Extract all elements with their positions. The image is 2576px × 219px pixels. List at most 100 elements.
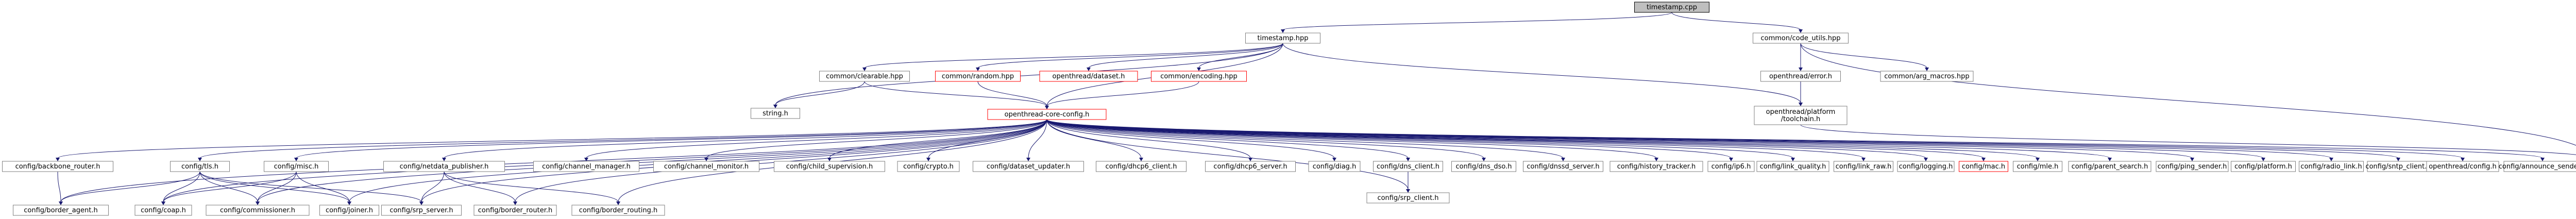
node-c_coap[interactable]: config/coap.h bbox=[134, 205, 192, 216]
node-enc_hpp[interactable]: common/encoding.hpp bbox=[1151, 71, 1247, 82]
node-c_diag[interactable]: config/diag.h bbox=[1308, 161, 1361, 172]
node-c_chmon[interactable]: config/channel_monitor.h bbox=[653, 161, 759, 172]
node-label-c_parent: config/parent_search.h bbox=[2072, 163, 2148, 171]
node-c_brouter[interactable]: config/border_router.h bbox=[473, 205, 557, 216]
arrowhead-core_cfg-to-c_bb bbox=[56, 158, 60, 161]
node-c_plat[interactable]: config/platform.h bbox=[2231, 161, 2296, 172]
arrowhead-core_cfg-to-c_chmon bbox=[704, 158, 708, 161]
edge-core_cfg-to-c_hist bbox=[1046, 119, 1657, 159]
edge-c_misc-to-c_coap bbox=[163, 171, 297, 203]
node-dataset_h[interactable]: openthread/dataset.h bbox=[1039, 71, 1138, 82]
node-c_ping[interactable]: config/ping_sender.h bbox=[2156, 161, 2229, 172]
node-label-c_diag: config/diag.h bbox=[1313, 163, 1357, 171]
node-rnd_hpp[interactable]: common/random.hpp bbox=[935, 71, 1021, 82]
edge-core_cfg-to-c_mle bbox=[1046, 119, 2038, 159]
arrowhead-c_misc-to-c_coap bbox=[161, 201, 165, 205]
node-box-c_srpc bbox=[1366, 192, 1450, 204]
node-c_dnsc[interactable]: config/dns_client.h bbox=[1373, 161, 1443, 172]
node-label-c_hist: config/history_tracker.h bbox=[1617, 163, 1696, 171]
arrowhead-c_misc-to-c_comm bbox=[256, 201, 260, 205]
node-label-c_coap: config/coap.h bbox=[141, 207, 186, 214]
edge-ts_hpp-to-dataset_h bbox=[1088, 43, 1283, 69]
node-c_child[interactable]: config/child_supervision.h bbox=[774, 161, 885, 172]
edge-core_cfg-to-c_dnssd bbox=[1046, 119, 1564, 159]
node-box-enc_hpp bbox=[1151, 71, 1247, 82]
node-ts_cpp[interactable]: timestamp.cpp bbox=[1634, 2, 1709, 13]
edge-core_cfg-to-c_ann bbox=[1046, 119, 2543, 159]
edge-core_cfg-to-c_mac bbox=[1046, 119, 1984, 159]
node-label-c_ann: config/announce_sender.h bbox=[2499, 163, 2576, 171]
edge-core_cfg-to-c_child bbox=[829, 119, 1047, 159]
node-box-c_chmgr bbox=[533, 161, 639, 172]
node-label-rnd_hpp: common/random.hpp bbox=[942, 73, 1014, 80]
edge-cu_hpp-to-argm_hpp bbox=[1800, 43, 1927, 69]
node-c_lraw[interactable]: config/link_raw.h bbox=[1834, 161, 1893, 172]
node-ot_cfg[interactable]: openthread/config.h bbox=[2426, 161, 2499, 172]
node-c_tls[interactable]: config/tls.h bbox=[170, 161, 230, 172]
node-box-c_dsupd bbox=[973, 161, 1084, 172]
node-c_dhcpc[interactable]: config/dhcp6_client.h bbox=[1096, 161, 1187, 172]
node-c_dhcps[interactable]: config/dhcp6_server.h bbox=[1205, 161, 1296, 172]
node-c_mle[interactable]: config/mle.h bbox=[2013, 161, 2062, 172]
node-c_hist[interactable]: config/history_tracker.h bbox=[1609, 161, 1703, 172]
node-c_brouting[interactable]: config/border_routing.h bbox=[571, 205, 665, 216]
node-c_dsupd[interactable]: config/dataset_updater.h bbox=[973, 161, 1084, 172]
node-cu_hpp[interactable]: common/code_utils.hpp bbox=[1753, 32, 1849, 44]
node-box-c_hist bbox=[1609, 161, 1703, 172]
node-c_srp[interactable]: config/srp_server.h bbox=[381, 205, 462, 216]
node-label-cu_hpp: common/code_utils.hpp bbox=[1760, 35, 1840, 42]
node-c_ip6[interactable]: config/ip6.h bbox=[1707, 161, 1755, 172]
node-c_comm[interactable]: config/commissioner.h bbox=[206, 205, 310, 216]
node-box-c_tls bbox=[170, 161, 230, 172]
node-c_dnsdso[interactable]: config/dns_dso.h bbox=[1451, 161, 1516, 172]
edge-core_cfg-to-c_ping bbox=[1046, 119, 2193, 159]
node-c_joiner[interactable]: config/joiner.h bbox=[319, 205, 379, 216]
node-c_mac[interactable]: config/mac.h bbox=[1959, 161, 2008, 172]
node-box-c_srp bbox=[381, 205, 462, 216]
node-c_sntp[interactable]: config/sntp_client.h bbox=[2365, 161, 2431, 172]
node-c_chmgr[interactable]: config/channel_manager.h bbox=[533, 161, 639, 172]
node-c_radio[interactable]: config/radio_link.h bbox=[2299, 161, 2364, 172]
node-label-c_sntp: config/sntp_client.h bbox=[2365, 163, 2431, 171]
node-box-c_comm bbox=[206, 205, 310, 216]
node-toolchain[interactable]: openthread/platform/toolchain.h bbox=[1754, 106, 1848, 125]
node-c_srpc[interactable]: config/srp_client.h bbox=[1366, 192, 1450, 204]
edge-core_cfg-to-c_log bbox=[1046, 119, 1926, 159]
node-core_cfg[interactable]: openthread-core-config.h bbox=[987, 109, 1107, 120]
edge-core_cfg-to-c_brouting bbox=[618, 119, 1047, 203]
node-c_bagent[interactable]: config/border_agent.h bbox=[13, 205, 109, 216]
node-ser_hpp[interactable]: common/clearable.hpp bbox=[819, 71, 910, 82]
node-c_misc[interactable]: config/misc.h bbox=[264, 161, 329, 172]
node-c_netdata[interactable]: config/netdata_publisher.h bbox=[383, 161, 505, 172]
node-argm_hpp[interactable]: common/arg_macros.hpp bbox=[1880, 71, 1974, 82]
arrowhead-core_cfg-to-c_dnsdso bbox=[1482, 158, 1486, 161]
node-ts_hpp[interactable]: timestamp.hpp bbox=[1245, 32, 1320, 44]
node-c_bb[interactable]: config/backbone_router.h bbox=[2, 161, 113, 172]
arrowhead-core_cfg-to-c_dnsc bbox=[1406, 158, 1410, 161]
edge-core_cfg-to-c_srpc bbox=[1046, 119, 1409, 190]
arrowhead-core_cfg-to-c_netdata bbox=[442, 158, 446, 161]
node-label-c_mle: config/mle.h bbox=[2017, 163, 2059, 171]
node-c_ann[interactable]: config/announce_sender.h bbox=[2499, 161, 2576, 172]
node-c_log[interactable]: config/logging.h bbox=[1897, 161, 1955, 172]
node-box-core_cfg bbox=[987, 109, 1107, 120]
edge-core_cfg-to-c_dnsdso bbox=[1046, 119, 1484, 159]
node-c_lq[interactable]: config/link_quality.h bbox=[1756, 161, 1829, 172]
node-c_crypto[interactable]: config/crypto.h bbox=[897, 161, 960, 172]
node-error_h[interactable]: openthread/error.h bbox=[1760, 71, 1841, 82]
node-layer: timestamp.cpp timestamp.hpp common/code_ut… bbox=[2, 2, 2576, 216]
node-c_dnssd[interactable]: config/dnssd_server.h bbox=[1523, 161, 1603, 172]
arrowhead-core_cfg-to-c_diag bbox=[1332, 158, 1336, 161]
node-string_h[interactable]: string.h bbox=[751, 108, 800, 119]
edge-core_cfg-to-c_joiner bbox=[349, 119, 1047, 203]
edge-core_cfg-to-c_lq bbox=[1046, 119, 1793, 159]
arrowhead-ser_hpp-to-string_h bbox=[773, 105, 777, 108]
node-label-c_comm: config/commissioner.h bbox=[220, 207, 295, 214]
edge-ser_hpp-to-core_cfg bbox=[864, 81, 1047, 107]
node-c_parent[interactable]: config/parent_search.h bbox=[2068, 161, 2151, 172]
node-label-c_srp: config/srp_server.h bbox=[389, 207, 453, 214]
edge-cu_hpp-to-stdbool bbox=[1800, 43, 2576, 146]
arrowhead-core_cfg-to-c_dnssd bbox=[1561, 158, 1565, 161]
node-box-c_bb bbox=[2, 161, 113, 172]
arrowhead-core_cfg-to-c_tls bbox=[198, 158, 202, 161]
